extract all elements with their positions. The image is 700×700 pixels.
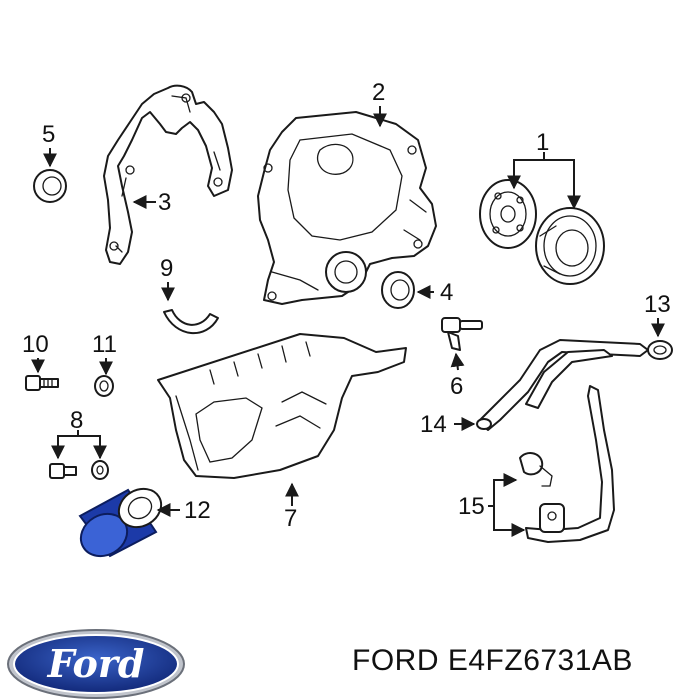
callout-1: 1 xyxy=(536,129,549,156)
ventilation-hose xyxy=(519,385,615,543)
part-caption: FORD E4FZ6731AB xyxy=(352,644,633,678)
bolt xyxy=(25,375,59,391)
oil-pressure-sender xyxy=(441,317,483,351)
callout-14: 14 xyxy=(420,411,447,438)
callout-7: 7 xyxy=(284,505,297,532)
drain-plug-gasket xyxy=(94,375,114,397)
callout-2: 2 xyxy=(372,79,385,106)
timing-cover-gasket xyxy=(103,84,233,265)
drain-plug xyxy=(49,460,109,480)
callout-labels: 1 2 3 4 5 6 7 8 9 10 11 12 13 14 15 xyxy=(22,79,671,532)
ford-logo-text: Ford xyxy=(47,641,145,686)
brand-label: FORD xyxy=(352,644,439,677)
seal xyxy=(381,271,415,309)
callout-13: 13 xyxy=(644,291,671,318)
callout-5: 5 xyxy=(42,121,55,148)
callout-11: 11 xyxy=(92,331,117,358)
timing-cover xyxy=(257,111,437,305)
part-number: E4FZ6731AB xyxy=(447,644,633,677)
callout-8: 8 xyxy=(70,407,83,434)
oil-filter xyxy=(78,487,163,558)
callout-12: 12 xyxy=(184,497,211,524)
oil-pan xyxy=(157,333,407,479)
callout-9: 9 xyxy=(160,255,173,282)
callout-leaders xyxy=(31,106,665,537)
callout-10: 10 xyxy=(22,331,49,358)
callout-4: 4 xyxy=(440,279,453,306)
callout-3: 3 xyxy=(158,189,171,216)
crankshaft-front-seal xyxy=(33,169,67,203)
rear-seal-gasket xyxy=(163,309,219,334)
crankshaft-damper xyxy=(479,179,605,285)
ford-logo: Ford xyxy=(7,629,185,699)
callout-6: 6 xyxy=(450,373,463,400)
callout-15: 15 xyxy=(458,493,485,520)
dipstick-and-tube xyxy=(476,339,673,431)
